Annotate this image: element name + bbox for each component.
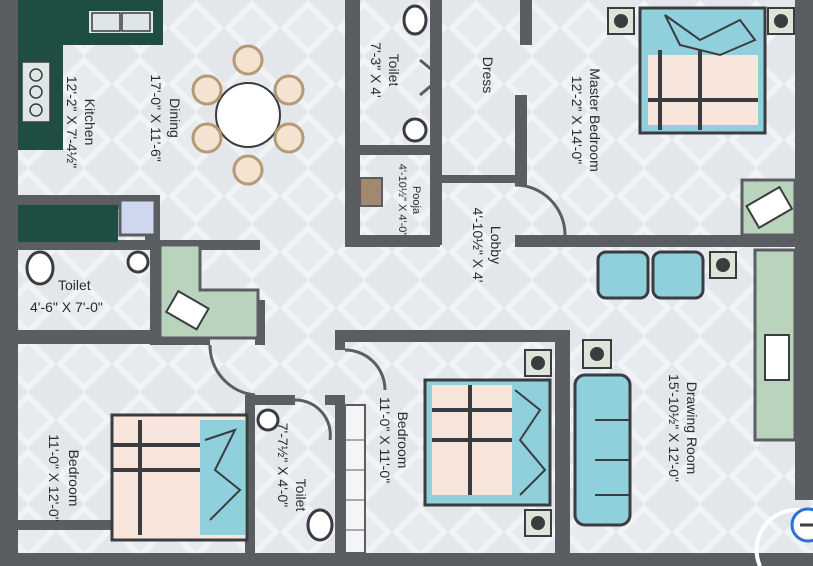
left-bed: [110, 413, 249, 542]
bedroom-center-name: Bedroom: [395, 412, 411, 469]
kitchen-name: Kitchen: [82, 99, 98, 146]
entrance-marker: [754, 507, 813, 566]
dining-desk: [158, 243, 260, 340]
dining-name: Dining: [167, 98, 183, 138]
dining-table: [191, 44, 305, 186]
drawing-room-furniture: [573, 248, 797, 527]
label-drawing-room: Drawing Room 15'-10½" X 12'-0": [666, 374, 700, 482]
bedroom-left-size: 11'-0" X 12'-0": [46, 434, 62, 521]
label-dress: Dress: [480, 57, 496, 94]
lobby-size: 4'-10½" X 4': [470, 208, 486, 283]
toilet-bottom-name: Toilet: [293, 479, 309, 512]
pooja-size: 4'-10½" X 4'-0": [396, 164, 408, 237]
toilet-left-fixtures: [25, 250, 150, 286]
drawing-room-name: Drawing Room: [684, 382, 700, 475]
toilet-top-fixtures: [402, 4, 439, 143]
label-master-bedroom: Master Bedroom 12'-2" X 14'-0": [569, 68, 603, 171]
label-bedroom-center: Bedroom 11'-0" X 11'-0": [377, 397, 411, 483]
lobby-name: Lobby: [488, 226, 504, 264]
toilet-bottom-size: 7'-7½" X 4'-0": [275, 423, 291, 508]
bedroom-center-size: 11'-0" X 11'-0": [377, 397, 393, 483]
master-bed: [607, 6, 795, 135]
toilet-top-size: 7'-3" X 4': [368, 42, 384, 97]
toilet-left-size: 4'-6" X 7'-0": [30, 299, 103, 315]
master-bedroom-size: 12'-2" X 14'-0": [569, 76, 585, 164]
toilet-bottom-fixtures: [256, 408, 334, 542]
kitchen-counter: [18, 0, 163, 242]
label-dining: Dining 17'-0" X 11'-6": [148, 74, 183, 161]
label-toilet-bottom: Toilet 7'-7½" X 4'-0": [275, 423, 309, 512]
doors: [0, 163, 567, 441]
drawing-room-size: 15'-10½" X 12'-0": [666, 374, 682, 482]
toilet-top-name: Toilet: [386, 54, 402, 87]
label-bedroom-left: Bedroom 11'-0" X 12'-0": [46, 434, 82, 521]
bedroom-left-name: Bedroom: [66, 450, 82, 507]
label-kitchen: Kitchen 12'-2" X 7'-4½": [64, 76, 98, 168]
label-pooja: Pooja 4'-10½" X 4'-0": [396, 164, 422, 237]
master-desk: [740, 178, 797, 237]
label-toilet-left: Toilet 4'-6" X 7'-0": [30, 277, 103, 315]
pooja-shelf: [359, 177, 383, 207]
kitchen-size: 12'-2" X 7'-4½": [64, 76, 80, 168]
window-grill: [344, 404, 366, 554]
dress-name: Dress: [480, 57, 496, 94]
pooja-name: Pooja: [410, 186, 422, 215]
master-bedroom-name: Master Bedroom: [587, 68, 603, 171]
label-lobby: Lobby 4'-10½" X 4': [470, 208, 504, 283]
toilet-left-name: Toilet: [58, 277, 91, 293]
label-toilet-top: Toilet 7'-3" X 4': [368, 42, 402, 97]
dining-size: 17'-0" X 11'-6": [148, 74, 164, 161]
center-bed: [423, 349, 552, 537]
